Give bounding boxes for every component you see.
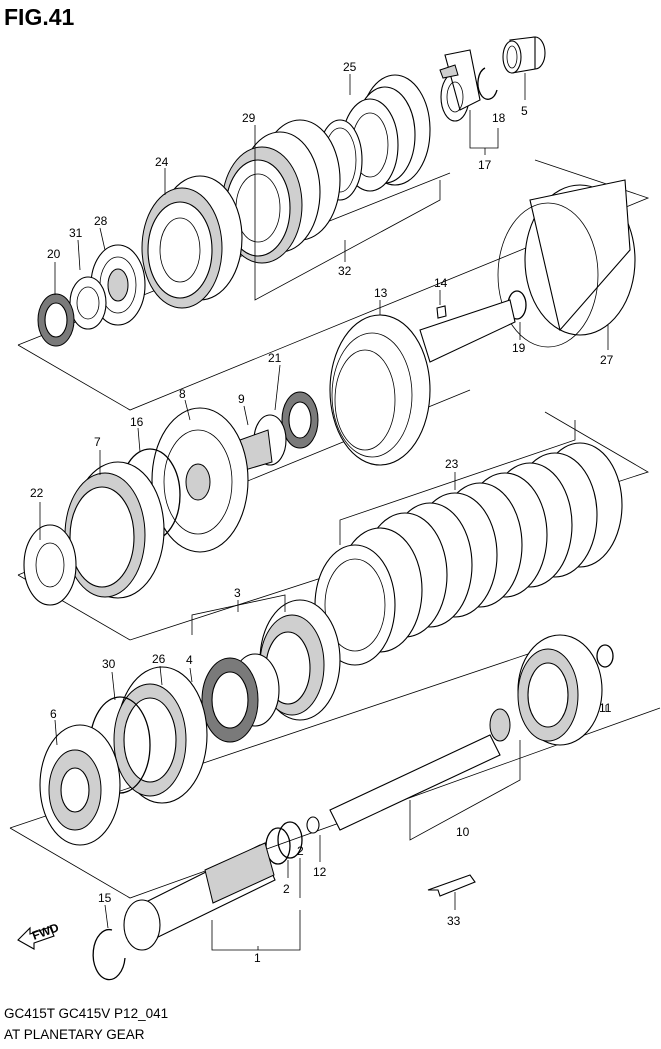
callout-2-upper: 2 (297, 844, 304, 858)
part-17-one-way-clutch (439, 49, 481, 122)
part-20-thrust-bearing (37, 293, 75, 347)
part-11-ring-gear (517, 634, 614, 746)
part-31-washer (69, 276, 107, 330)
callout-29: 29 (242, 111, 256, 125)
callout-15: 15 (98, 891, 112, 905)
callout-9: 9 (238, 392, 245, 406)
part-1-input-shaft (123, 842, 276, 951)
callout-16: 16 (130, 415, 144, 429)
callout-4: 4 (186, 653, 193, 667)
callout-31: 31 (69, 226, 83, 240)
part-15-snap-ring (92, 928, 126, 981)
part-13-carrier-shaft (329, 299, 516, 466)
callout-26: 26 (152, 652, 166, 666)
callout-1: 1 (254, 951, 261, 965)
callout-12: 12 (313, 865, 327, 879)
callout-28: 28 (94, 214, 108, 228)
part-24-clutch-hub (141, 175, 243, 309)
callout-10: 10 (456, 825, 470, 839)
part-27-drum-shell (497, 179, 636, 348)
part-22-plate (23, 524, 77, 606)
part-7-ring-gear (64, 461, 165, 599)
callout-24: 24 (155, 155, 169, 169)
part-5-sleeve (502, 36, 546, 74)
part-6-one-way-clutch (39, 724, 121, 846)
callout-33: 33 (447, 914, 461, 928)
part-26-drum (113, 666, 208, 804)
callout-3: 3 (234, 586, 241, 600)
callout-14: 14 (434, 276, 448, 290)
part-23-clutch-pack (314, 442, 623, 666)
diagram-caption: AT PLANETARY GEAR (4, 1027, 145, 1042)
part-25-32-piston-set (317, 74, 431, 201)
callout-30: 30 (102, 657, 116, 671)
callout-5: 5 (521, 104, 528, 118)
part-14-key (436, 305, 447, 319)
callout-23: 23 (445, 457, 459, 471)
part-29-clutch-drum (221, 119, 341, 264)
part-9-sun-gear (239, 414, 287, 471)
callout-8: 8 (179, 387, 186, 401)
callout-labels: 5 18 17 25 29 24 28 31 20 32 13 14 19 27… (30, 60, 614, 965)
part-4-bearing (201, 653, 280, 743)
callout-25: 25 (343, 60, 357, 74)
callout-11: 11 (599, 701, 612, 715)
callout-6: 6 (50, 707, 57, 721)
model-code: GC415T GC415V P12_041 (4, 1006, 169, 1021)
part-18-snap-ring (477, 67, 498, 100)
figure-title: FIG.41 (4, 4, 75, 30)
callout-2-lower: 2 (283, 882, 290, 896)
callout-21: 21 (268, 351, 282, 365)
callout-27: 27 (600, 353, 614, 367)
callout-18: 18 (492, 111, 506, 125)
callout-20: 20 (47, 247, 61, 261)
callout-17: 17 (478, 158, 492, 172)
part-8-planet-carrier (151, 407, 249, 553)
callout-22: 22 (30, 486, 44, 500)
callout-19: 19 (512, 341, 526, 355)
leader-lines (39, 73, 609, 951)
part-10-output-shaft (306, 708, 511, 834)
part-33-clip (427, 874, 476, 897)
part-21-thrust-bearing (281, 391, 319, 449)
fwd-arrow-icon: FWD (17, 920, 61, 950)
callout-7: 7 (94, 435, 101, 449)
callout-32: 32 (338, 264, 352, 278)
callout-13: 13 (374, 286, 388, 300)
